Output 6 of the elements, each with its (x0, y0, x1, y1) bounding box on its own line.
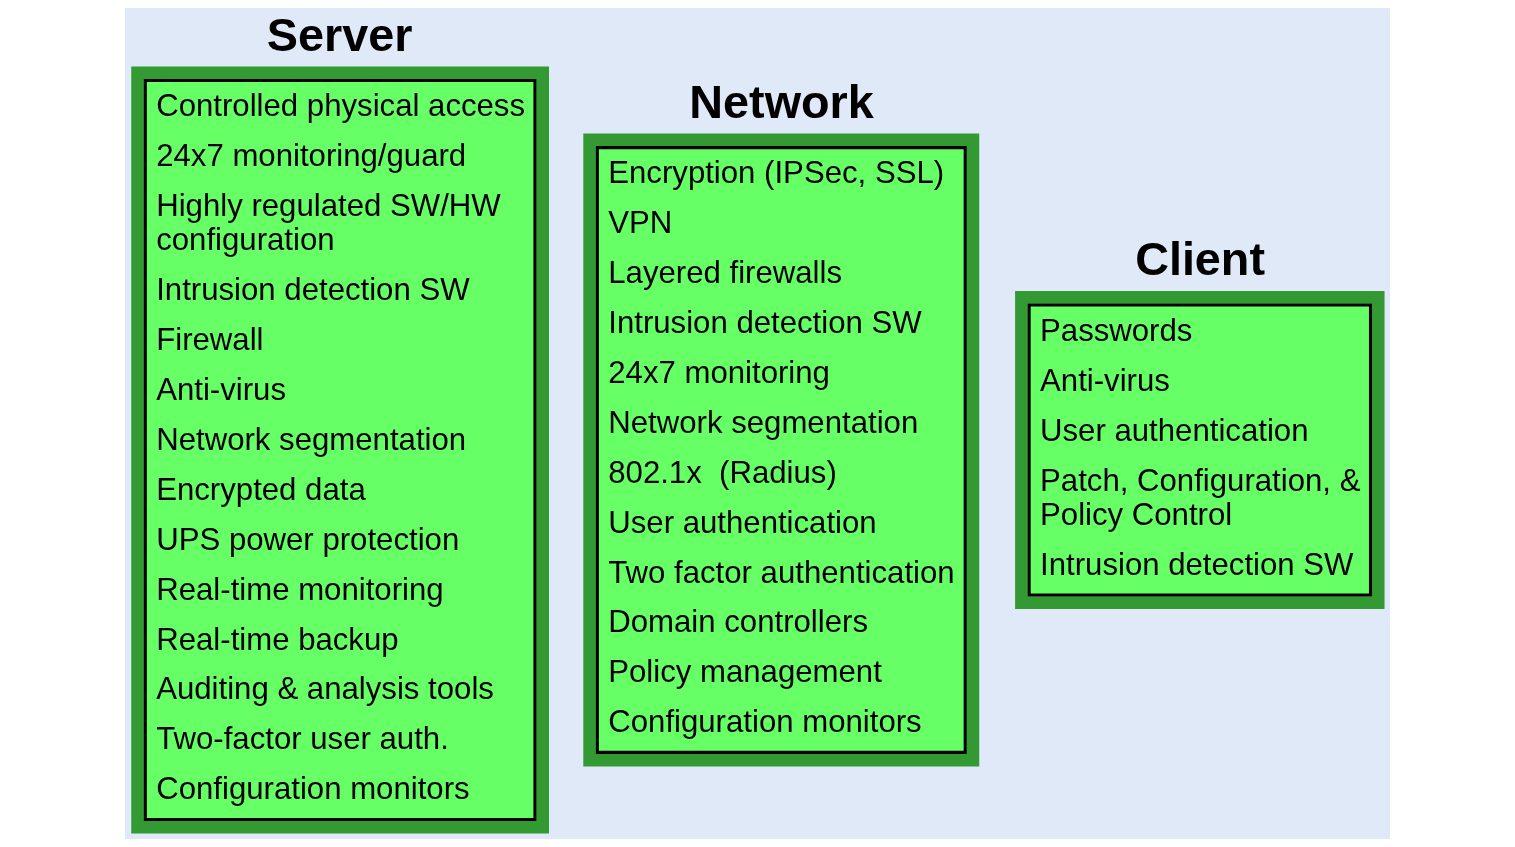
node-label: Network (689, 75, 874, 128)
node-label: Server (266, 8, 413, 61)
node-box: Passwords Anti-virus User authentication Patch, Configuration, & Policy Control Intrusion detection SW (1015, 291, 1385, 609)
node-label: Client (1135, 233, 1265, 286)
node-box: Controlled physical access 24x7 monitoring/guard Highly regulated SW/HW configuration Intrusion detection SW Firewall Anti-virus Network segmentation Encrypted data UPS power protection Real-time monitoring Real-time backup Auditing & analysis tools Two-factor user auth. Configuration monitors (131, 66, 549, 834)
node-box: Encryption (IPSec, SSL) VPN Layered firewalls Intrusion detection SW 24x7 monitoring Network segmentation 802.1x (Radius) User authentication Two factor authentication Domain controllers Policy management Configuration monitors (583, 133, 980, 767)
